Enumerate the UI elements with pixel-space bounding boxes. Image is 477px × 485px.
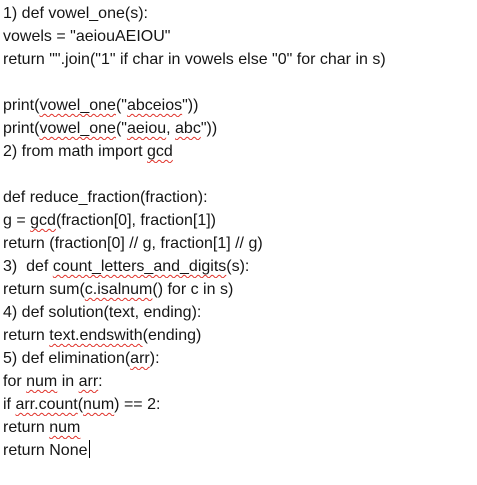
text-segment: 1) def vowel_one(s):: [3, 5, 148, 22]
misspelled-word: arr: [130, 350, 150, 367]
text-segment: return: [3, 327, 50, 344]
text-line: 5) def elimination(arr):: [3, 347, 473, 370]
misspelled-word: gcd: [147, 143, 173, 160]
text-line: 2) from math import gcd: [3, 140, 473, 163]
text-segment: return "".join("1" if char in vowels els…: [3, 51, 386, 68]
text-line: return (fraction[0] // g, fraction[1] //…: [3, 232, 473, 255]
misspelled-word: gcd: [30, 212, 56, 229]
misspelled-word: vowel_one: [39, 120, 116, 137]
text-segment: for: [3, 373, 27, 390]
text-segment: g =: [3, 212, 31, 229]
text-line: return num: [3, 416, 473, 439]
misspelled-word: num: [49, 419, 81, 436]
text-segment: () for c in s): [152, 281, 234, 298]
text-line: print(vowel_one("aeiou, abc")): [3, 117, 473, 140]
text-line: return sum(c.isalnum() for c in s): [3, 278, 473, 301]
text-segment: ) == 2:: [114, 396, 161, 413]
misspelled-word: arr.count: [15, 396, 78, 413]
misspelled-word: c.isalnum: [84, 281, 153, 298]
text-segment: 3) def: [3, 258, 53, 275]
text-segment: in: [57, 373, 79, 390]
text-line: return "".join("1" if char in vowels els…: [3, 48, 473, 71]
text-cursor: [88, 440, 90, 458]
text-line: 4) def solution(text, ending):: [3, 301, 473, 324]
text-segment: return sum(: [3, 281, 85, 298]
text-line: 1) def vowel_one(s):: [3, 2, 473, 25]
misspelled-word: text.endswith: [49, 327, 143, 344]
text-segment: (: [77, 396, 84, 413]
misspelled-word: count_letters_and_digits: [52, 258, 227, 275]
text-line: return text.endswith(ending): [3, 324, 473, 347]
text-segment: ")): [182, 97, 199, 114]
blank-line: [3, 71, 473, 94]
misspelled-word: vowel_one: [39, 97, 116, 114]
text-segment: (s):: [226, 258, 250, 275]
misspelled-word: arr: [78, 373, 99, 390]
misspelled-word: aeiou: [126, 120, 167, 137]
text-segment: print(: [3, 97, 40, 114]
text-line: g = gcd(fraction[0], fraction[1]): [3, 209, 473, 232]
text-segment: print(: [3, 120, 40, 137]
text-line: print(vowel_one("abceios")): [3, 94, 473, 117]
misspelled-word: num: [26, 373, 58, 390]
text-segment: return (fraction[0] // g, fraction[1] //…: [3, 235, 263, 252]
text-segment: (ending): [142, 327, 202, 344]
text-segment: ,: [166, 120, 176, 137]
document-text-area[interactable]: 1) def vowel_one(s):vowels = "aeiouAEIOU…: [3, 2, 473, 462]
text-segment: return None: [3, 442, 88, 459]
text-segment: return: [3, 419, 50, 436]
text-segment: if: [3, 396, 16, 413]
text-segment: 2) from math import: [3, 143, 148, 160]
text-segment: 4) def solution(text, ending):: [3, 304, 202, 321]
misspelled-word: num: [83, 396, 115, 413]
text-segment: ")): [200, 120, 218, 137]
text-line: def reduce_fraction(fraction):: [3, 186, 473, 209]
text-line: if arr.count(num) == 2:: [3, 393, 473, 416]
text-segment: (": [115, 120, 127, 137]
text-line: for num in arr:: [3, 370, 473, 393]
misspelled-word: abc: [175, 120, 201, 137]
text-segment: (": [115, 97, 127, 114]
text-line: 3) def count_letters_and_digits(s):: [3, 255, 473, 278]
text-segment: 5) def elimination(: [3, 350, 131, 367]
text-segment: (fraction[0], fraction[1]): [55, 212, 216, 229]
text-segment: :: [98, 373, 103, 390]
text-segment: ):: [149, 350, 160, 367]
text-segment: vowels = "aeiouAEIOU": [3, 28, 171, 45]
text-segment: def reduce_fraction(fraction):: [3, 189, 208, 206]
misspelled-word: abceios: [126, 97, 183, 114]
blank-line: [3, 163, 473, 186]
text-line: vowels = "aeiouAEIOU": [3, 25, 473, 48]
text-line: return None: [3, 439, 473, 462]
